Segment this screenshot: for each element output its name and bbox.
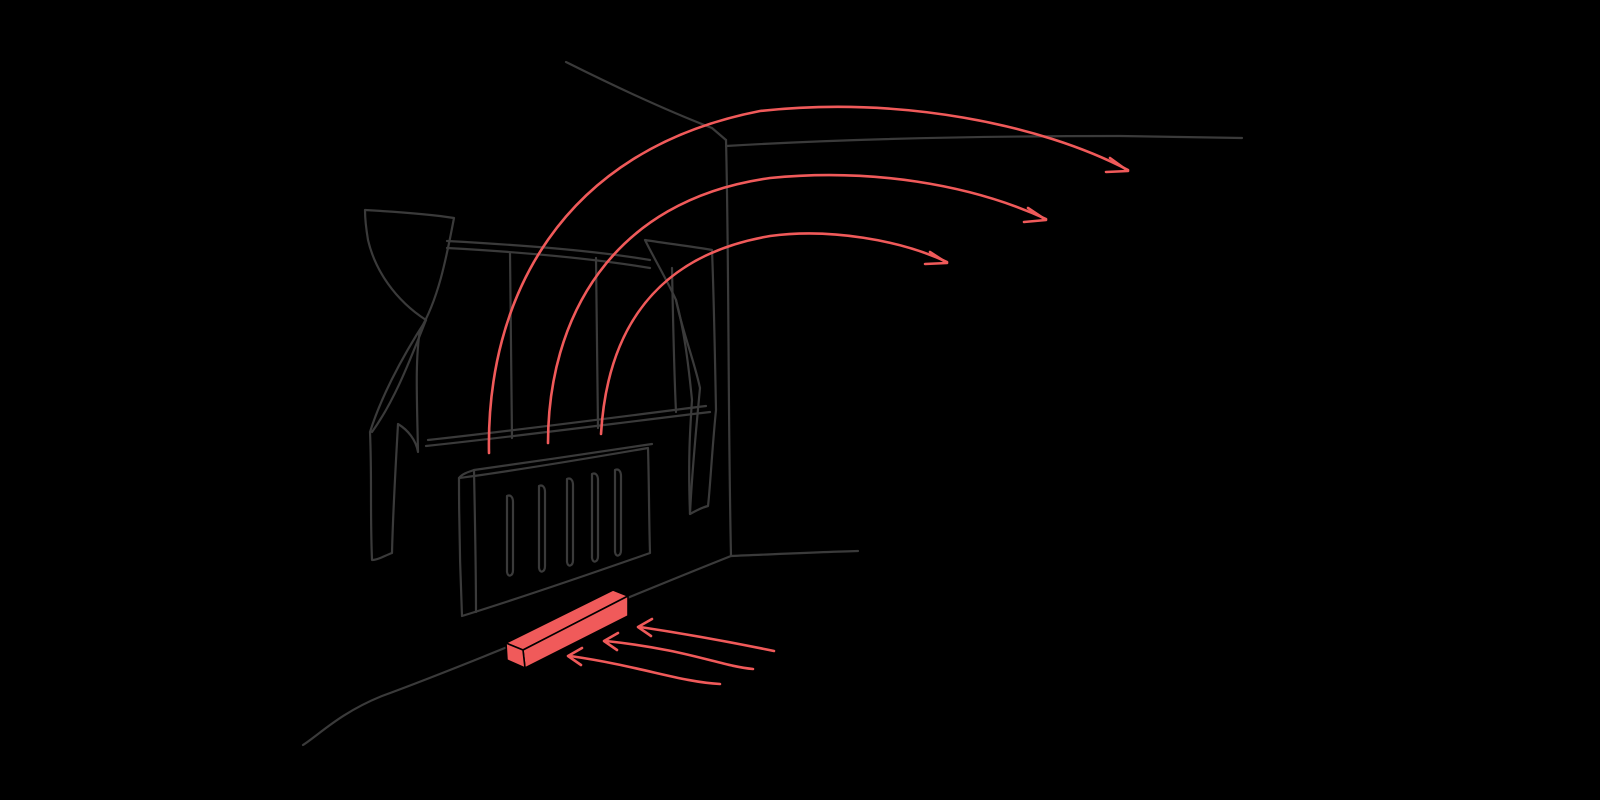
- left-curtain: [363, 208, 456, 562]
- window-mullion-2: [594, 256, 600, 430]
- draught-arrowhead-2: [602, 631, 620, 652]
- window-with-curtains: [363, 208, 718, 562]
- warm-air-arrow-1: [487, 105, 1130, 455]
- draught-arrowhead-1: [636, 617, 654, 638]
- radiator-fin-2: [537, 484, 547, 573]
- window-sill-inner: [426, 404, 708, 442]
- window-mullion-1: [508, 251, 514, 440]
- radiator-side-edge: [472, 468, 478, 614]
- draught-excluder-end: [505, 642, 526, 669]
- draught-arrowhead-3: [566, 646, 584, 667]
- warm-air-arrowhead-3: [923, 250, 949, 266]
- radiator-top-edge: [457, 442, 654, 480]
- draught-excluder: [505, 589, 629, 669]
- window-top-frame-inner: [445, 246, 652, 270]
- draught-arrow-1: [638, 625, 776, 653]
- window-sill: [424, 410, 712, 448]
- radiator-fin-4: [590, 472, 600, 563]
- ceiling-left-edge: [564, 60, 728, 142]
- floor-left-edge: [301, 554, 733, 747]
- right-curtain-fold: [674, 298, 694, 516]
- room-corner: [301, 60, 1244, 747]
- warm-air-arrowhead-1: [1104, 156, 1130, 174]
- cold-draught-arrows: [566, 617, 776, 686]
- draught-arrow-3: [568, 654, 722, 686]
- window-mullion-3: [670, 266, 678, 414]
- radiator-fin-5: [613, 468, 623, 557]
- ceiling-right-edge: [724, 134, 1244, 148]
- right-curtain: [643, 238, 718, 516]
- radiator: [457, 442, 654, 618]
- warm-air-arrow-2: [546, 173, 1048, 445]
- warm-air-arrows: [487, 105, 1130, 455]
- radiator-fin-1: [505, 494, 515, 577]
- wall-corner-edge: [724, 138, 733, 558]
- left-curtain-fold: [370, 318, 428, 434]
- window-top-frame: [445, 239, 652, 262]
- radiator-fin-3: [565, 477, 575, 567]
- draught-arrow-2: [604, 639, 755, 671]
- radiator-body: [457, 446, 652, 618]
- floor-right-edge: [729, 549, 860, 558]
- warm-air-arrow-3: [599, 232, 949, 436]
- warm-air-arrowhead-2: [1022, 206, 1048, 224]
